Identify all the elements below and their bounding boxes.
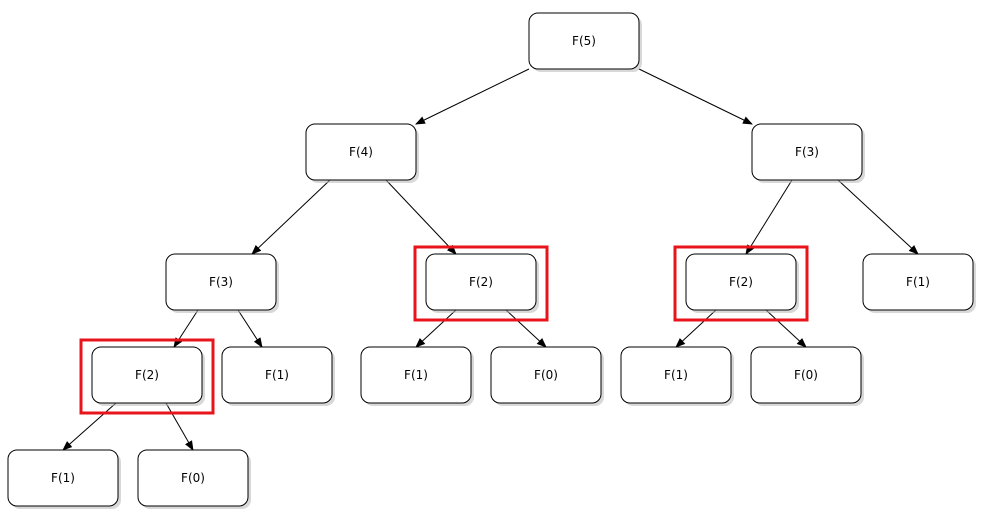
- tree-node-n0b: F(0): [490, 346, 604, 406]
- edge-arrow-n5-to-n4: [415, 68, 530, 125]
- node-box: [751, 123, 863, 181]
- edge-arrow-n2b-to-n0b: [505, 309, 547, 348]
- highlight-frame-n2a: [79, 338, 215, 415]
- node-label: F(0): [181, 471, 205, 485]
- tree-node-n1d: F(1): [862, 253, 976, 313]
- tree-node-n3a: F(3): [165, 253, 279, 313]
- edge-arrow-n3a-to-n1b: [237, 309, 263, 348]
- node-label: F(5): [572, 34, 596, 48]
- node-label: F(1): [664, 368, 688, 382]
- node-box: [360, 346, 472, 404]
- tree-node-n0a: F(0): [137, 449, 251, 509]
- tree-node-n1b: F(1): [221, 346, 335, 406]
- edge-arrow-n2a-to-n0a: [165, 402, 194, 451]
- edge-arrow-n2c-to-n1e: [675, 309, 717, 348]
- node-box: [137, 449, 249, 507]
- tree-node-n4: F(4): [305, 123, 419, 183]
- node-box: [528, 12, 640, 70]
- node-label: F(3): [795, 145, 819, 159]
- tree-node-n3b: F(3): [751, 123, 865, 183]
- node-box: [305, 123, 417, 181]
- tree-node-n5: F(5): [528, 12, 642, 72]
- node-label: F(3): [209, 275, 233, 289]
- node-box: [165, 253, 277, 311]
- node-label: F(2): [729, 275, 753, 289]
- node-box: [862, 253, 974, 311]
- node-box: [7, 449, 119, 507]
- edge-arrow-n4-to-n2b: [385, 179, 457, 255]
- tree-node-n2a: F(2): [91, 346, 205, 406]
- node-label: F(1): [51, 471, 75, 485]
- node-label: F(1): [906, 275, 930, 289]
- nodes-layer: F(5) F(4) F(3) F(3) F(2) F(1) F(1) F(0) F(2) F(1)…: [7, 12, 976, 509]
- tree-node-n1e: F(1): [620, 346, 734, 406]
- node-label: F(2): [469, 275, 493, 289]
- tree-node-n1c: F(1): [360, 346, 474, 406]
- tree-node-n1a: F(1): [7, 449, 121, 509]
- highlight-frame-n2b: [413, 245, 549, 322]
- node-box: [685, 253, 797, 311]
- node-box: [620, 346, 732, 404]
- node-label: F(0): [794, 368, 818, 382]
- edge-arrow-n4-to-n3a: [251, 179, 331, 255]
- node-label: F(1): [265, 368, 289, 382]
- edge-arrow-n2b-to-n1c: [415, 309, 457, 348]
- edge-arrow-n3b-to-n2c: [745, 179, 793, 255]
- highlight-layer: [79, 245, 809, 415]
- node-label: F(4): [349, 145, 373, 159]
- node-box: [425, 253, 537, 311]
- edge-arrow-n2a-to-n1a: [62, 402, 117, 451]
- highlight-frame-n2c: [673, 245, 809, 322]
- node-box: [221, 346, 333, 404]
- edge-arrow-n3b-to-n1d: [837, 179, 919, 255]
- edge-arrow-n5-to-n3b: [638, 68, 753, 125]
- tree-node-n2b: F(2): [425, 253, 539, 313]
- node-label: F(2): [135, 368, 159, 382]
- node-box: [750, 346, 862, 404]
- node-box: [490, 346, 602, 404]
- tree-node-n0c: F(0): [750, 346, 864, 406]
- tree-node-n2c: F(2): [685, 253, 799, 313]
- node-box: [91, 346, 203, 404]
- edge-arrow-n2c-to-n0c: [765, 309, 807, 348]
- edges-layer: [62, 68, 919, 451]
- node-label: F(0): [534, 368, 558, 382]
- node-label: F(1): [404, 368, 428, 382]
